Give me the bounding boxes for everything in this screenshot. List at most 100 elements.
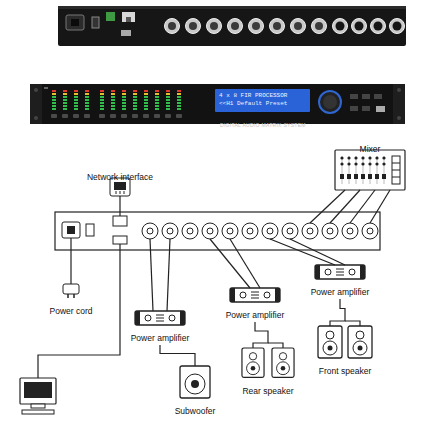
cable: [38, 244, 120, 378]
processor-rear-panel: [322, 223, 338, 239]
processor-rear-panel: [307, 228, 313, 234]
front-panel-photo: [397, 116, 401, 120]
mixer-icon: [340, 156, 344, 184]
front-panel-photo: [319, 91, 341, 113]
rear-panel-photo: [122, 12, 135, 22]
network-plug-icon: [116, 191, 117, 194]
processor-rear-panel: [227, 228, 233, 234]
front-panel: DIGITAL AUDIO MATRIX SYSTEM4 x 8 FIR PRO…: [30, 84, 405, 124]
processor-rear-panel: [347, 228, 353, 234]
cable: [290, 239, 345, 265]
rear-panel-photo: [390, 19, 405, 34]
cable: [345, 321, 360, 326]
computer-icon: [31, 404, 45, 408]
rear-panel-photo: [352, 19, 367, 34]
speaker-icon: [242, 326, 372, 377]
front-panel-photo: [121, 90, 127, 118]
cable: [270, 239, 335, 265]
front-panel-photo: [143, 90, 149, 118]
front-panel-photo: [393, 84, 405, 124]
node-label: Power amplifier: [131, 334, 190, 344]
subwoofer-icon: [180, 366, 210, 398]
rear-panel-photo: [336, 22, 402, 31]
cable: [210, 239, 250, 288]
speaker-icon: [348, 326, 372, 358]
node-label: Power cord: [50, 307, 93, 317]
speaker-cable: [255, 322, 268, 340]
mixer-node: Mixer: [335, 138, 405, 198]
mixer-icon: [392, 163, 400, 164]
subwoofer-icon: [191, 380, 199, 388]
rear-panel-photo: [374, 22, 383, 31]
rear-panel-photo: [168, 22, 323, 30]
processor-rear-panel: [113, 236, 127, 244]
front-panel-photo: [110, 90, 116, 118]
front-panel-photo: [350, 94, 358, 99]
rear-panel-photo: [393, 22, 402, 31]
rear-panel-photo: [168, 22, 176, 30]
speaker-node: Rear speaker: [238, 340, 298, 398]
mixer-icon: [335, 150, 405, 190]
processor-rear-panel: [202, 223, 218, 239]
node-label: Power amplifier: [226, 311, 285, 321]
rear-panel-photo: [58, 6, 406, 9]
front-panel-photo: [34, 88, 38, 92]
processor-rear-panel: [167, 228, 173, 234]
network-node: Network interface: [85, 166, 156, 204]
processor-rear-panel: [182, 223, 198, 239]
rear-panel-photo: [58, 6, 406, 46]
amplifier-node: Power amplifier: [309, 265, 372, 299]
processor-rear-panel: [342, 223, 358, 239]
rear-panel-photo: [315, 22, 323, 30]
cable: [370, 190, 390, 223]
speaker-node: Front speaker: [313, 318, 377, 378]
processor-rear-panel: [162, 223, 178, 239]
rear-panel-photo: [273, 22, 281, 30]
rear-panel-photo: [92, 17, 99, 28]
processor-rear-panel: [142, 223, 378, 239]
node-label: DIGITAL AUDIO MATRIX SYSTEM: [220, 123, 306, 129]
front-panel-photo: [30, 84, 405, 124]
rear-panel-photo: [294, 22, 302, 30]
cable: [150, 239, 153, 311]
front-panel-photo: [62, 90, 68, 118]
rear-panel-photo: [210, 22, 218, 30]
cable: [119, 196, 120, 216]
processor-rear-panel: [86, 224, 94, 236]
processor-rear-panel: [362, 223, 378, 239]
subwoofer-node: Subwoofer: [173, 362, 218, 418]
rear-panel-photo: [189, 22, 197, 30]
rear-panel-photo: [228, 19, 243, 34]
rear-panel-photo: [231, 22, 239, 30]
speaker-icon: [242, 348, 264, 377]
processor-rear-panel: [55, 212, 380, 250]
mixer-icon: [392, 170, 400, 171]
rear-panel-photo: [270, 19, 285, 34]
rear-panel-photo: [106, 12, 115, 21]
front-panel-photo: [44, 87, 48, 89]
rear-panel-photo: [71, 19, 79, 26]
rear-panel-photo: [333, 19, 348, 34]
front-panel-photo: [30, 84, 42, 124]
processor-rear-panel: [242, 223, 258, 239]
mixer-icon: [392, 156, 400, 184]
cable: [330, 190, 360, 223]
processor-rear-panel: [302, 223, 318, 239]
power-plug-icon: [63, 284, 79, 294]
mixer-icon: [335, 150, 405, 190]
rear-panel-photo: [165, 19, 405, 34]
front-panel-photo: [362, 106, 370, 111]
rear-panel-photo: [58, 6, 406, 46]
mixer-icon: [382, 156, 386, 184]
subwoofer-icon: [180, 366, 210, 398]
processor-rear-panel: [67, 226, 75, 234]
cable: [194, 362, 195, 366]
node-label: Network interface: [87, 173, 153, 183]
power-plug-icon: [67, 294, 69, 298]
mixer-icon: [361, 156, 365, 184]
cable: [70, 238, 71, 284]
front-panel-photo: [34, 116, 38, 120]
